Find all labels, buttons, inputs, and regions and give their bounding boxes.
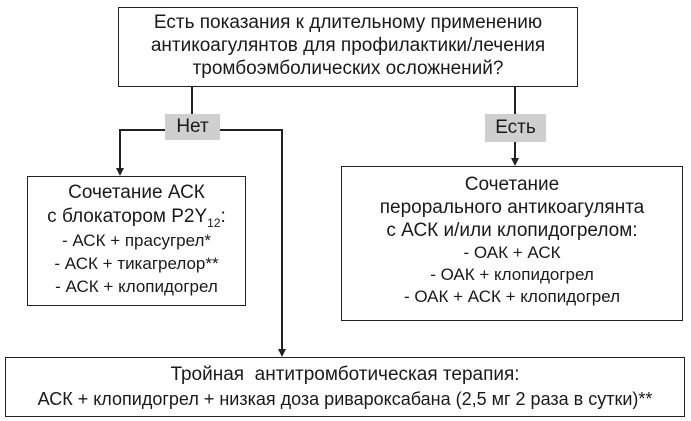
left-box-title-suffix: :	[220, 206, 226, 227]
left-box-item: - АСК + клопидогрел	[55, 277, 218, 296]
question-line-2: антикоагулянтов для профилактики/лечения	[150, 35, 546, 56]
right-option-box: Сочетание перорального антикоагулянта с …	[341, 166, 683, 321]
right-box-item: - ОАК + АСК	[463, 243, 561, 262]
right-box-title-line-1: Сочетание	[464, 174, 560, 195]
triple-therapy-detail: АСК + клопидогрел + низкая доза риварокс…	[37, 389, 653, 409]
question-box: Есть показания к длительному применению …	[118, 7, 578, 87]
left-option-box: Сочетание АСК с блокатором P2Y12: - АСК …	[27, 176, 246, 306]
connector-no-to-bottom	[220, 129, 286, 357]
branch-no-label: Нет	[165, 114, 220, 140]
left-box-title-subscript: 12	[207, 215, 221, 230]
triple-therapy-box: Тройная антитромботическая терапия: АСК …	[5, 357, 685, 417]
left-box-item: - АСК + прасугрел*	[61, 231, 212, 250]
right-box-title-line-3: с АСК и/или клопидогрелом:	[386, 220, 638, 241]
left-box-item: - АСК + тикагрелор**	[54, 254, 219, 273]
branch-yes-label: Есть	[485, 114, 546, 142]
right-box-item: - ОАК + клопидогрел	[430, 265, 594, 284]
left-box-title-prefix: с блокатором P2Y	[47, 206, 208, 227]
left-box-title-line-2: с блокатором P2Y12:	[28, 205, 245, 229]
triple-therapy-title: Тройная антитромботическая терапия:	[170, 364, 520, 385]
left-box-title-line-1: Сочетание АСК	[68, 182, 205, 203]
question-line-1: Есть показания к длительному применению	[153, 12, 543, 33]
question-line-3: тромбоэмболических осложнений?	[192, 58, 504, 79]
right-box-item: - ОАК + АСК + клопидогрел	[403, 287, 621, 306]
right-box-title-line-2: перорального антикоагулянта	[379, 197, 645, 218]
